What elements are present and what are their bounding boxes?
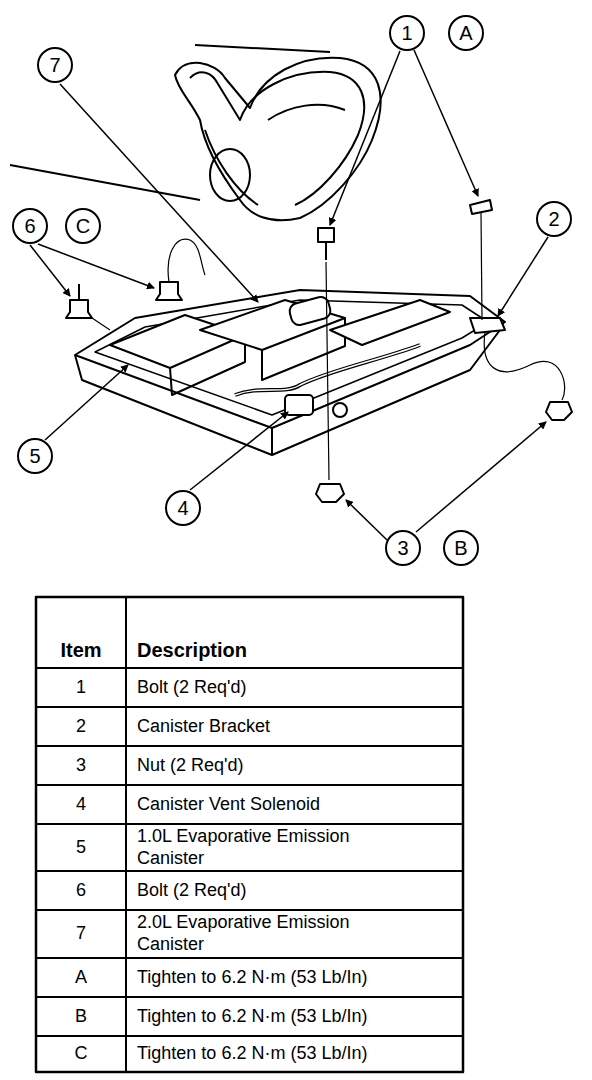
table-cell-box: A xyxy=(36,958,126,997)
callout-circle: 4 xyxy=(165,490,201,526)
callout-circle: 6 xyxy=(12,208,48,244)
table-cell: Bolt (2 Req'd) xyxy=(137,677,247,699)
table-cell-box: Nut (2 Req'd) xyxy=(137,746,457,785)
callout-number: 3 xyxy=(397,538,408,558)
callout-circle: C xyxy=(65,208,101,244)
table-cell: Tighten to 6.2 N·m (53 Lb/In) xyxy=(137,967,367,989)
callout-number: C xyxy=(76,216,90,236)
table-cell: Canister Bracket xyxy=(137,716,270,738)
callout-number: 2 xyxy=(548,209,559,229)
table-rule xyxy=(36,667,463,669)
table-cell: C xyxy=(75,1043,88,1065)
callout-circle: 3 xyxy=(385,530,421,566)
table-cell-box: 2.0L Evaporative Emission Canister xyxy=(137,910,387,958)
table-cell-box: 6 xyxy=(36,871,126,910)
table-cell: Bolt (2 Req'd) xyxy=(137,880,247,902)
table-cell-box: 4 xyxy=(36,785,126,824)
table-rule xyxy=(36,957,463,959)
table-cell-box: Bolt (2 Req'd) xyxy=(137,668,457,707)
table-cell: Tighten to 6.2 N·m (53 Lb/In) xyxy=(137,1006,367,1028)
table-cell-box: 3 xyxy=(36,746,126,785)
table-rule xyxy=(36,784,463,786)
table-rule xyxy=(36,745,463,747)
table-rule xyxy=(36,706,463,708)
table-cell-box: Description xyxy=(137,597,457,668)
table-cell-box: 1 xyxy=(36,668,126,707)
table-cell: 1.0L Evaporative Emission Canister xyxy=(137,826,387,869)
table-cell-box: C xyxy=(36,1036,126,1072)
table-header: Description xyxy=(137,638,247,662)
table-rule xyxy=(36,823,463,825)
callout-number: 1 xyxy=(401,23,412,43)
table-cell-box: 1.0L Evaporative Emission Canister xyxy=(137,824,387,871)
table-rule xyxy=(36,909,463,911)
callout-number: B xyxy=(454,538,467,558)
table-rule xyxy=(36,996,463,998)
callout-number: 6 xyxy=(24,216,35,236)
callout-circle: A xyxy=(448,15,484,51)
table-cell-box: 2 xyxy=(36,707,126,746)
table-cell: 2 xyxy=(76,716,86,738)
table-cell-box: 7 xyxy=(36,910,126,958)
table-cell: B xyxy=(75,1006,87,1028)
table-cell: Tighten to 6.2 N·m (53 Lb/In) xyxy=(137,1043,367,1065)
table-cell: 2.0L Evaporative Emission Canister xyxy=(137,912,387,955)
table-header: Item xyxy=(60,638,101,662)
table-cell-box: B xyxy=(36,997,126,1036)
table-cell-box: 5 xyxy=(36,824,126,871)
table-cell: 4 xyxy=(76,794,86,816)
table-cell: 7 xyxy=(76,923,86,945)
callout-number: 7 xyxy=(49,55,60,75)
callout-number: A xyxy=(459,23,472,43)
callout-circle: 2 xyxy=(536,201,572,237)
table-cell-box: Tighten to 6.2 N·m (53 Lb/In) xyxy=(137,958,457,997)
table-rule xyxy=(36,1035,463,1037)
table-cell-box: Tighten to 6.2 N·m (53 Lb/In) xyxy=(137,1036,457,1072)
callout-circle: 5 xyxy=(17,438,53,474)
callout-circle: 7 xyxy=(37,47,73,83)
table-cell: 6 xyxy=(76,880,86,902)
table-cell-box: Bolt (2 Req'd) xyxy=(137,871,457,910)
callout-number: 4 xyxy=(177,498,188,518)
table-cell-box: Tighten to 6.2 N·m (53 Lb/In) xyxy=(137,997,457,1036)
table-cell: 1 xyxy=(76,677,86,699)
table-cell: 3 xyxy=(76,755,86,777)
table-cell: A xyxy=(75,967,87,989)
callout-circle: 1 xyxy=(389,15,425,51)
table-cell: Canister Vent Solenoid xyxy=(137,794,320,816)
table-rule xyxy=(36,870,463,872)
callout-circle: B xyxy=(443,530,479,566)
table-cell: Nut (2 Req'd) xyxy=(137,755,243,777)
table-cell-box: Canister Bracket xyxy=(137,707,457,746)
table-cell-box: Item xyxy=(36,597,126,668)
table-cell: 5 xyxy=(76,837,86,859)
table-cell-box: Canister Vent Solenoid xyxy=(137,785,457,824)
callout-number: 5 xyxy=(29,446,40,466)
